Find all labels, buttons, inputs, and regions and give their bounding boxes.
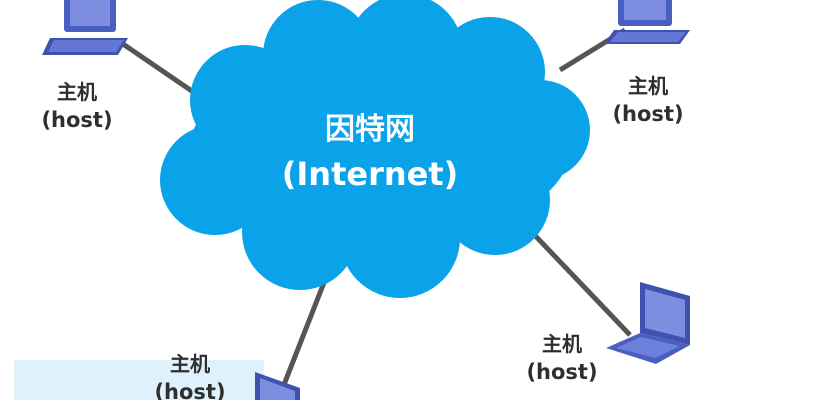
internet-label: 因特网 (Internet) [250, 108, 490, 196]
background-band [14, 360, 264, 400]
desktop-computer-icon [42, 0, 128, 55]
host-label-bottom-right: 主机 (host) [502, 330, 622, 386]
host-label-zh: 主机 [57, 80, 97, 104]
host-label-top-right: 主机 (host) [588, 72, 708, 128]
host-label-en: (host) [526, 360, 598, 384]
host-label-bottom-left: 主机 (host) [130, 350, 250, 400]
link-bottom-left [275, 279, 328, 400]
host-label-zh: 主机 [170, 352, 210, 376]
laptop-icon [606, 282, 690, 364]
internet-label-zh: 因特网 [325, 112, 415, 147]
laptop-icon [255, 372, 300, 400]
host-label-en: (host) [41, 108, 113, 132]
link-top-left [118, 39, 207, 103]
host-label-zh: 主机 [542, 332, 582, 356]
host-label-en: (host) [612, 102, 684, 126]
host-label-en: (host) [154, 380, 226, 400]
internet-cloud [160, 0, 590, 298]
desktop-computer-icon [604, 0, 690, 44]
internet-label-en: (Internet) [281, 155, 459, 193]
host-label-top-left: 主机 (host) [17, 78, 137, 134]
link-bottom-right [523, 223, 632, 337]
host-label-zh: 主机 [628, 74, 668, 98]
